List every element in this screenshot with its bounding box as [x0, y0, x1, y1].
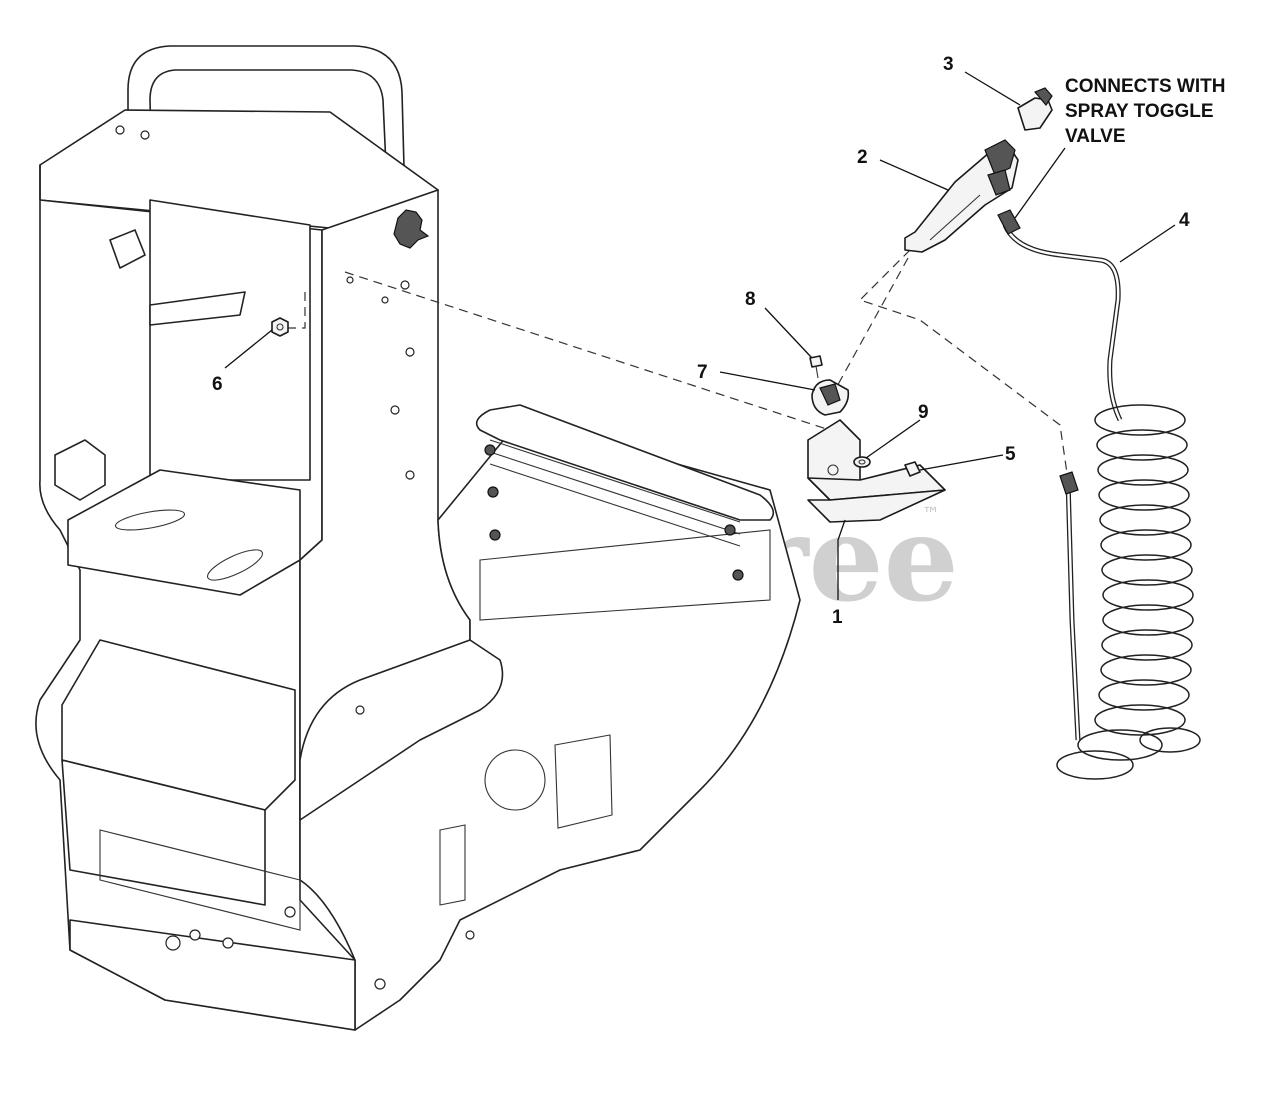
leader-6 [224, 329, 273, 369]
note-line-3: VALVE [1065, 126, 1126, 147]
callout-1: 1 [832, 607, 843, 628]
seat-shelf [67, 469, 301, 596]
part-8-screw [809, 355, 823, 379]
part-5-pin [904, 461, 921, 477]
leader-note [1014, 147, 1066, 219]
callout-8: 8 [745, 289, 756, 310]
callout-9: 9 [918, 402, 929, 423]
leader-9 [865, 419, 921, 459]
leader-2 [879, 159, 949, 191]
note-line-2: SPRAY TOGGLE [1065, 101, 1214, 122]
leader-4 [1119, 224, 1176, 263]
assembly-lines [272, 249, 1069, 481]
leader-8 [764, 307, 813, 359]
part-3-nozzle [1017, 87, 1053, 131]
callout-4: 4 [1179, 210, 1190, 231]
leader-1 [837, 519, 846, 600]
part-2-spray-gun [904, 139, 1019, 253]
note-line-1: CONNECTS WITH [1065, 76, 1225, 97]
grip-bar [475, 404, 775, 521]
callout-6: 6 [212, 374, 223, 395]
callout-5: 5 [1005, 444, 1016, 465]
part-7-holder-clip [811, 379, 850, 416]
callout-3: 3 [943, 54, 954, 75]
knob-icon [393, 209, 430, 249]
leader-7 [719, 371, 816, 391]
bottom-step [69, 919, 356, 1031]
callouts: 1 2 3 4 5 6 7 8 9 [212, 54, 1190, 628]
callout-7: 7 [697, 362, 708, 383]
connection-note: CONNECTS WITH SPRAY TOGGLE VALVE [1065, 76, 1225, 147]
callout-2: 2 [857, 147, 868, 168]
watermark-trademark: ™ [922, 504, 940, 525]
armrest [299, 639, 504, 821]
inner-back-plate [149, 199, 311, 481]
leader-3 [964, 71, 1021, 106]
part-6-nut [271, 317, 289, 337]
lower-console [299, 419, 801, 1031]
machine-frame [35, 45, 801, 1031]
leader-5 [919, 454, 1004, 471]
handle-bar [127, 45, 406, 211]
leader-lines [224, 71, 1176, 600]
part-9-washer [853, 456, 871, 468]
part-4-coiled-hose [997, 209, 1201, 780]
